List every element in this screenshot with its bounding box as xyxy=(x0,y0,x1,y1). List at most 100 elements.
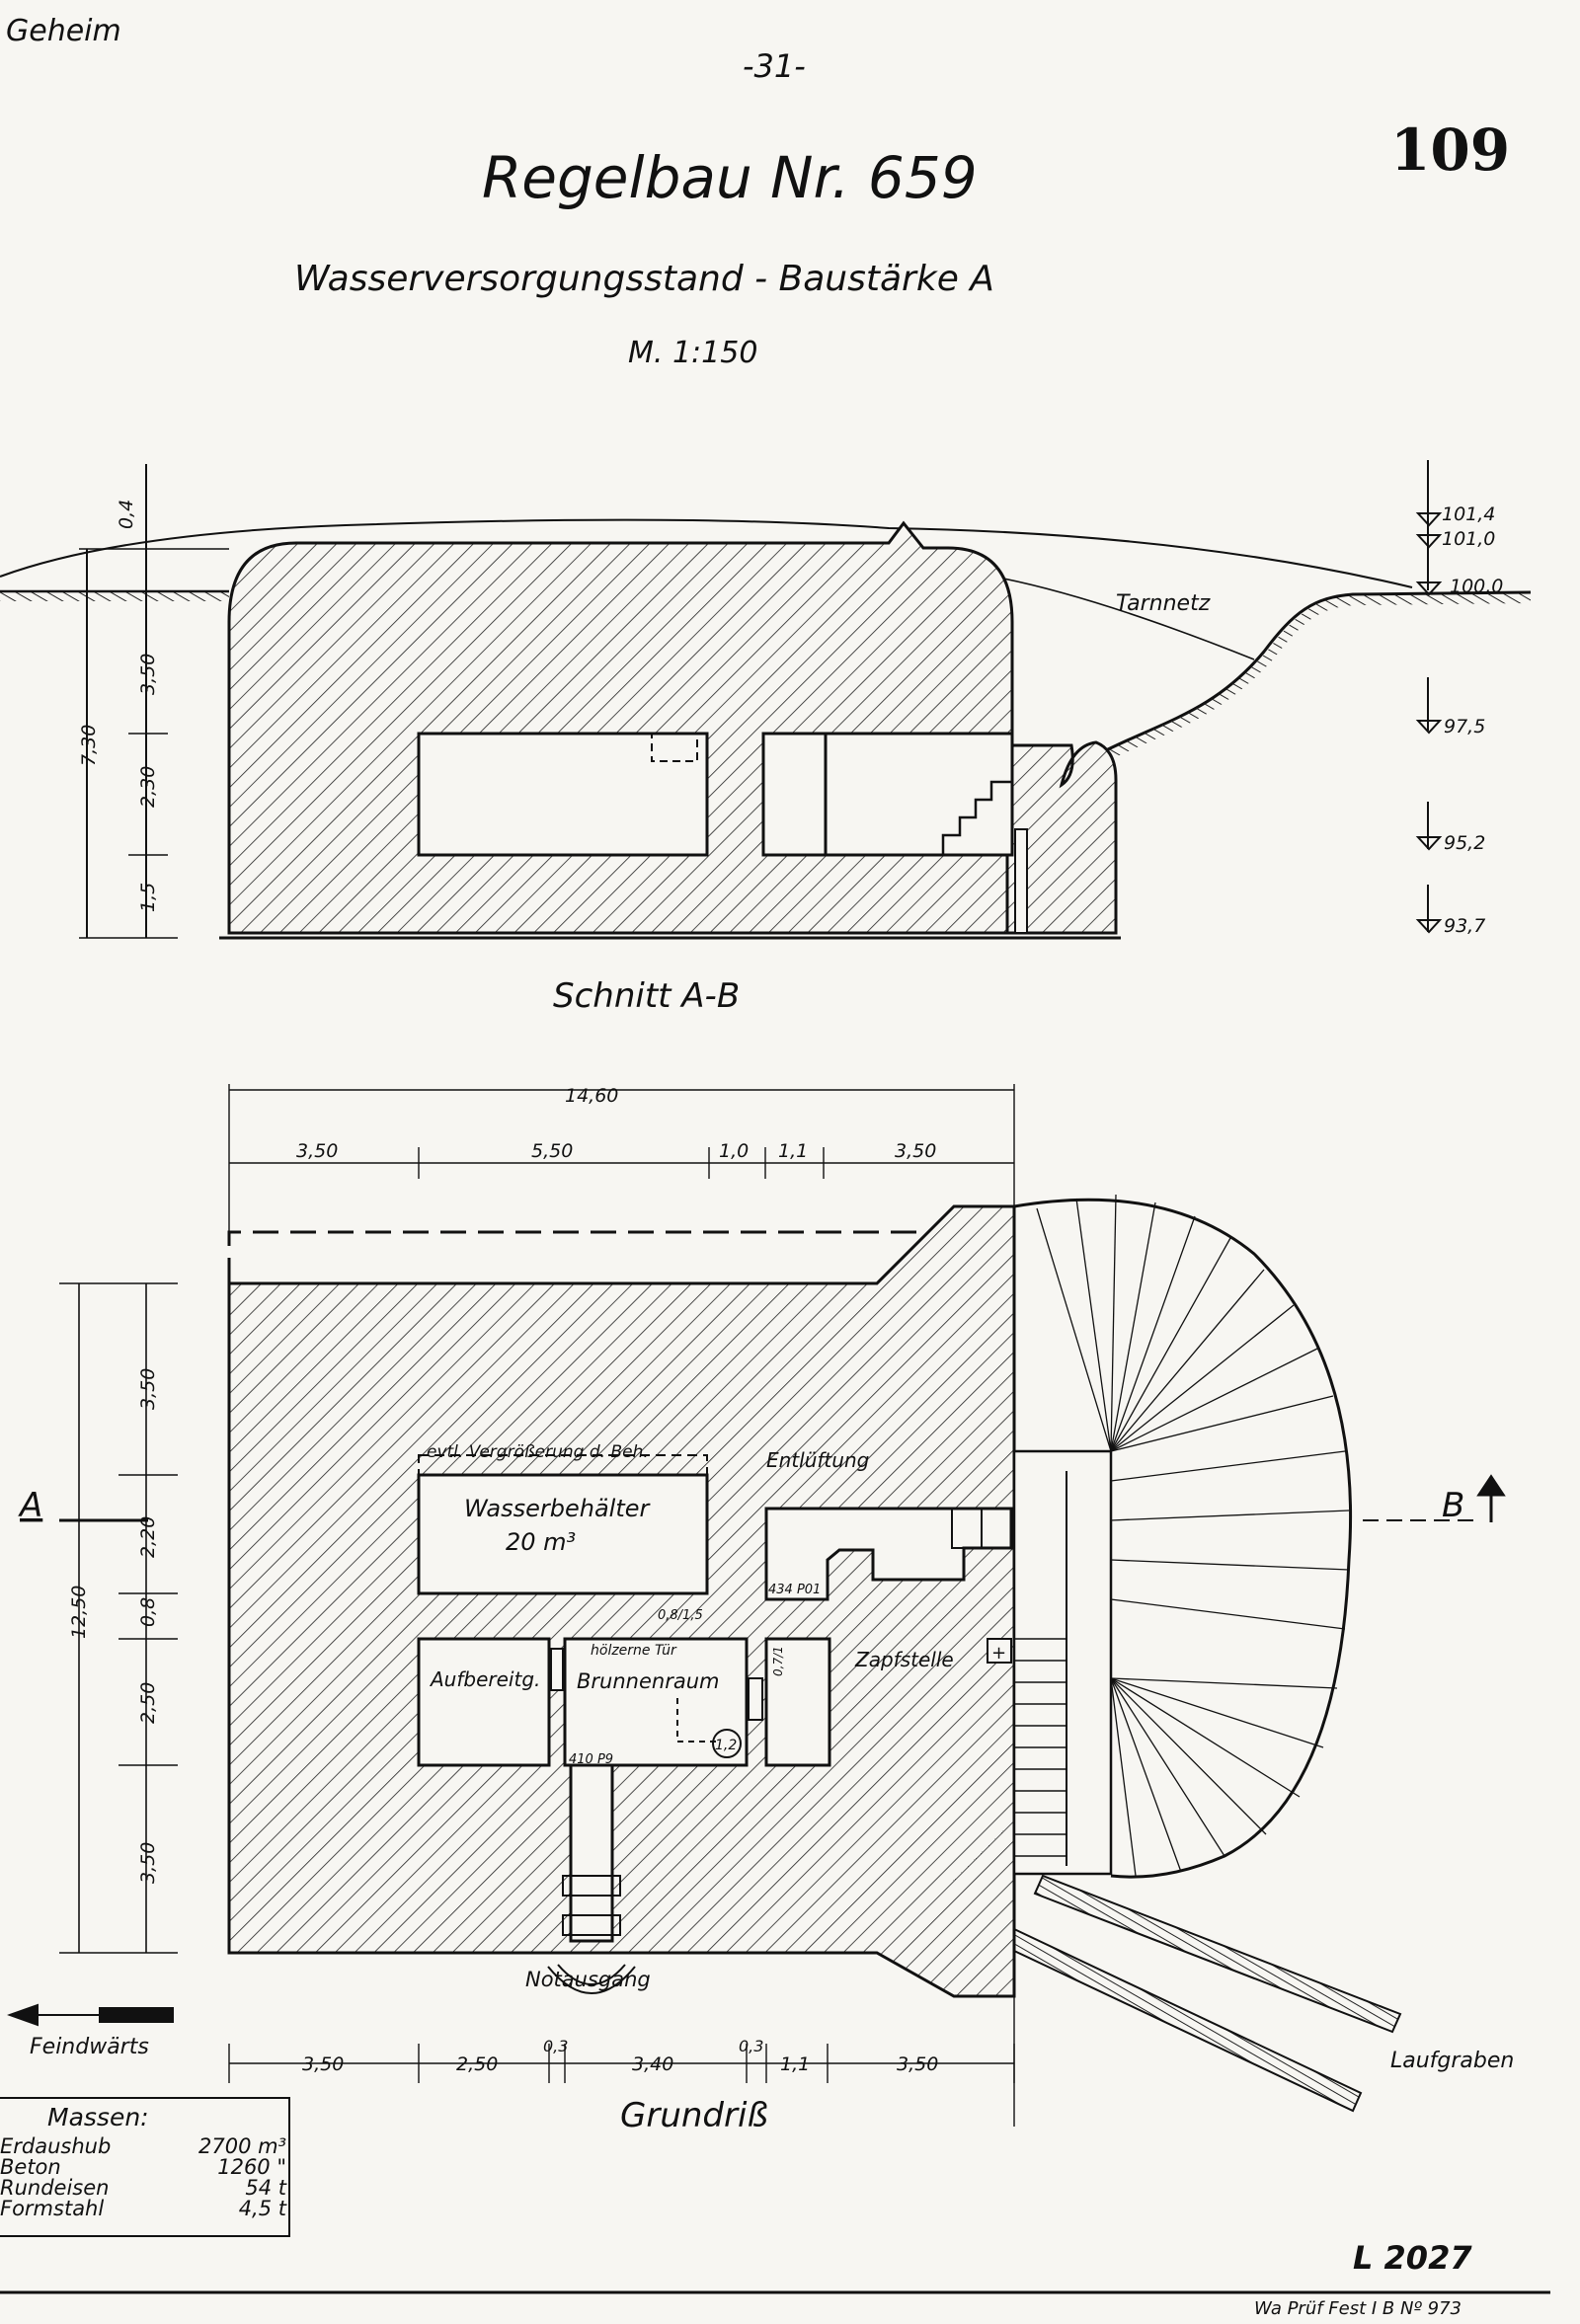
enlargement-label: evtl. Vergrößerung d. Beh. xyxy=(427,1442,649,1462)
door-code-2: 434 P01 xyxy=(768,1583,821,1597)
camouflage-net-line xyxy=(982,574,1255,660)
tap-fixture xyxy=(987,1638,1012,1664)
well-shaft xyxy=(712,1729,742,1758)
height-cover: 0,4 xyxy=(116,500,137,529)
page-marker: -31- xyxy=(743,47,806,85)
quantity-value: 4,5 t xyxy=(238,2197,286,2220)
approval-stamp: Wa Prüf Fest I B Nº 973 xyxy=(1254,2298,1462,2319)
well-room-label: Brunnenraum xyxy=(577,1669,719,1693)
quantity-row: Beton 1260 " xyxy=(0,2157,286,2178)
height-top: 3,50 xyxy=(137,654,159,695)
dim-top-5: 3,50 xyxy=(895,1140,936,1162)
venting-room xyxy=(764,1507,1013,1601)
classification-label: Geheim xyxy=(6,14,121,48)
camouflage-net-label: Tarnnetz xyxy=(1116,591,1211,616)
drawing-scale: M. 1:150 xyxy=(628,336,758,370)
level-101-4: 101,4 xyxy=(1442,504,1495,525)
earth-slope xyxy=(1101,590,1532,754)
quantity-item: Erdaushub xyxy=(0,2134,112,2158)
earth-cover-line xyxy=(0,518,1413,588)
dim-left-5: 3,50 xyxy=(137,1842,159,1884)
quantity-item: Formstahl xyxy=(0,2197,105,2220)
enemy-arrow-tail xyxy=(99,2007,174,2023)
tap-cross-icon: + xyxy=(991,1643,1006,1664)
dim-bottom-6: 1,1 xyxy=(780,2053,810,2075)
dim-left-4: 2,50 xyxy=(137,1682,159,1724)
tap-label: Zapfstelle xyxy=(854,1648,954,1671)
level-93-7: 93,7 xyxy=(1444,915,1485,937)
dim-left-2: 2,20 xyxy=(137,1516,159,1558)
trench-wall-2 xyxy=(1013,1927,1363,2113)
door-code-1: 0,8/1,5 xyxy=(658,1608,703,1623)
quantities-list: Erdaushub 2700 m³ Beton 1260 " Rundeisen… xyxy=(0,2136,286,2219)
quantity-row: Erdaushub 2700 m³ xyxy=(0,2136,286,2157)
bunker-section-body xyxy=(227,520,1014,935)
section-mark-a: A xyxy=(18,1486,42,1525)
venting-label: Entlüftung xyxy=(766,1448,869,1472)
view-direction-arrow-icon xyxy=(1476,1474,1506,1522)
bunker-plan-body xyxy=(227,1204,1016,1998)
dim-left-3: 0,8 xyxy=(137,1597,159,1627)
quantity-value: 2700 m³ xyxy=(198,2134,286,2158)
level-97-5: 97,5 xyxy=(1444,716,1485,737)
wooden-door-label: hölzerne Tür xyxy=(591,1643,677,1659)
height-room: 2,30 xyxy=(137,766,159,808)
berm-hatching xyxy=(1036,1194,1350,1877)
ground-left xyxy=(0,591,229,601)
quantity-row: Formstahl 4,5 t xyxy=(0,2199,286,2219)
dim-total-length: 14,60 xyxy=(565,1085,618,1107)
water-tank-volume: 20 m³ xyxy=(506,1528,576,1556)
quantity-item: Beton xyxy=(0,2155,61,2179)
treatment-label: Aufbereitg. xyxy=(429,1667,540,1691)
dim-bottom-1: 3,50 xyxy=(302,2053,344,2075)
dim-left-total: 12,50 xyxy=(68,1586,90,1639)
section-view: 0,4 7,30 3,50 2,30 1,5 101,4 101,0 100,0… xyxy=(0,460,1532,1016)
dim-top-2: 5,50 xyxy=(531,1140,573,1162)
water-tank-label: Wasserbehälter xyxy=(464,1495,652,1522)
dim-top-1: 3,50 xyxy=(296,1140,338,1162)
dim-bottom-4: 3,40 xyxy=(632,2053,673,2075)
section-mark-b: B xyxy=(1442,1486,1464,1525)
possible-extension-outline xyxy=(227,1230,954,1283)
side-room xyxy=(764,1637,831,1767)
plan-view: 14,60 3,50 5,50 1,0 1,1 3,50 1,2 xyxy=(7,1084,1514,2135)
enemy-arrow-icon xyxy=(7,2003,99,2027)
trench-wall-1 xyxy=(1033,1874,1402,2034)
section-stairs xyxy=(941,780,1012,855)
level-100-0: 100,0 xyxy=(1450,576,1503,597)
quantities-heading: Massen: xyxy=(47,2103,149,2131)
section-caption: Schnitt A-B xyxy=(553,976,740,1016)
section-room-1 xyxy=(417,732,709,857)
level-95-2: 95,2 xyxy=(1444,832,1485,854)
sheet-number: 109 xyxy=(1390,116,1511,184)
section-room-2 xyxy=(761,732,1014,857)
level-markers: 101,4 101,0 100,0 97,5 95,2 93,7 xyxy=(1415,504,1503,937)
door-code-3: 410 P9 xyxy=(569,1752,613,1767)
quantities-box xyxy=(0,2097,290,2237)
dim-top-3: 1,0 xyxy=(719,1140,749,1162)
dim-bottom-7: 3,50 xyxy=(897,2053,938,2075)
quantity-value: 1260 " xyxy=(217,2155,286,2179)
quantity-row: Rundeisen 54 t xyxy=(0,2178,286,2199)
dim-left-1: 3,50 xyxy=(137,1368,159,1410)
height-total: 7,30 xyxy=(78,725,100,766)
dim-top-4: 1,1 xyxy=(778,1140,808,1162)
well-room xyxy=(563,1637,749,1767)
emergency-exit-label: Notausgang xyxy=(525,1968,651,1991)
dim-bottom-5: 0,3 xyxy=(739,2037,763,2055)
door-code-4: 0,7/1 xyxy=(771,1646,785,1676)
height-base: 1,5 xyxy=(137,883,159,912)
quantity-value: 54 t xyxy=(245,2176,286,2200)
treatment-room xyxy=(417,1637,551,1767)
dim-bottom-2: 2,50 xyxy=(456,2053,498,2075)
drawing-number: L 2027 xyxy=(1353,2239,1472,2277)
quantity-item: Rundeisen xyxy=(0,2176,110,2200)
dim-bottom-3: 0,3 xyxy=(543,2037,568,2055)
level-101-0: 101,0 xyxy=(1442,528,1495,550)
entrance-stairs xyxy=(1012,1449,1113,1876)
trench-label: Laufgraben xyxy=(1390,2049,1514,2073)
drawing-subtitle: Wasserversorgungsstand - Baustärke A xyxy=(294,259,994,299)
enemy-direction-label: Feindwärts xyxy=(30,2035,149,2059)
emergency-exit-corridor xyxy=(569,1763,614,1943)
